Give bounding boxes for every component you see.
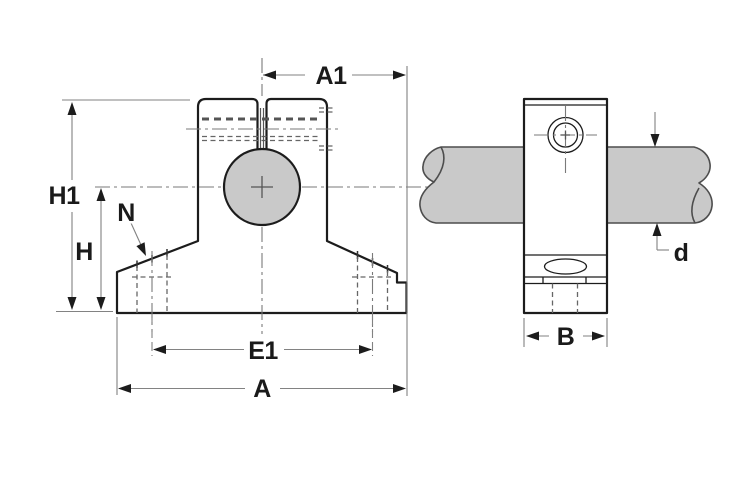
dim-h1: H1: [46, 99, 190, 313]
arrow-up-icon: [96, 188, 106, 201]
arrow-up-icon: [67, 102, 77, 115]
shaft-left-break-line: [433, 146, 445, 183]
label-h1: H1: [49, 182, 81, 210]
dim-h: H: [73, 188, 106, 310]
arrow-right-icon: [359, 345, 372, 354]
shaft-right-break-line: [691, 187, 700, 224]
mounting-hole-left-hidden: [132, 249, 172, 332]
arrow-left-icon: [118, 384, 131, 393]
dim-n: N: [115, 197, 146, 256]
arrow-up-icon: [652, 223, 662, 236]
shaft-right-segment: [604, 146, 713, 224]
label-n: N: [117, 199, 135, 227]
side-view: [419, 97, 713, 315]
label-e1: E1: [248, 337, 278, 365]
arrow-left-icon: [263, 70, 276, 80]
label-b: B: [557, 323, 575, 351]
label-a: A: [253, 375, 271, 403]
clamp-screw-hidden-lines: [186, 107, 340, 151]
arrow-down-icon: [650, 134, 660, 147]
dim-e1: E1: [151, 316, 374, 368]
arrow-down-icon: [96, 297, 106, 310]
bore-center-crosshair: [251, 176, 273, 198]
arrow-right-icon: [393, 70, 406, 80]
dim-a1: A1: [263, 60, 408, 396]
label-a1: A1: [316, 62, 348, 90]
base-slot: [524, 254, 607, 313]
dim-d: d: [650, 112, 691, 270]
arrow-left-icon: [153, 345, 166, 354]
label-h: H: [75, 238, 93, 266]
arrow-left-icon: [526, 331, 539, 341]
label-d: d: [674, 239, 689, 267]
arrow-down-icon: [67, 297, 77, 310]
arrow-right-icon: [592, 331, 605, 341]
dim-b: B: [523, 318, 608, 354]
dim-a: A: [116, 317, 406, 406]
arrow-leader-icon: [136, 242, 146, 256]
thread-end-marks: [319, 107, 335, 151]
front-view: [95, 58, 448, 334]
arrow-right-icon: [393, 384, 406, 393]
front-center-lines: [95, 58, 448, 334]
clamp-screw-hole: [534, 106, 597, 173]
shaft-left-segment: [419, 146, 527, 224]
